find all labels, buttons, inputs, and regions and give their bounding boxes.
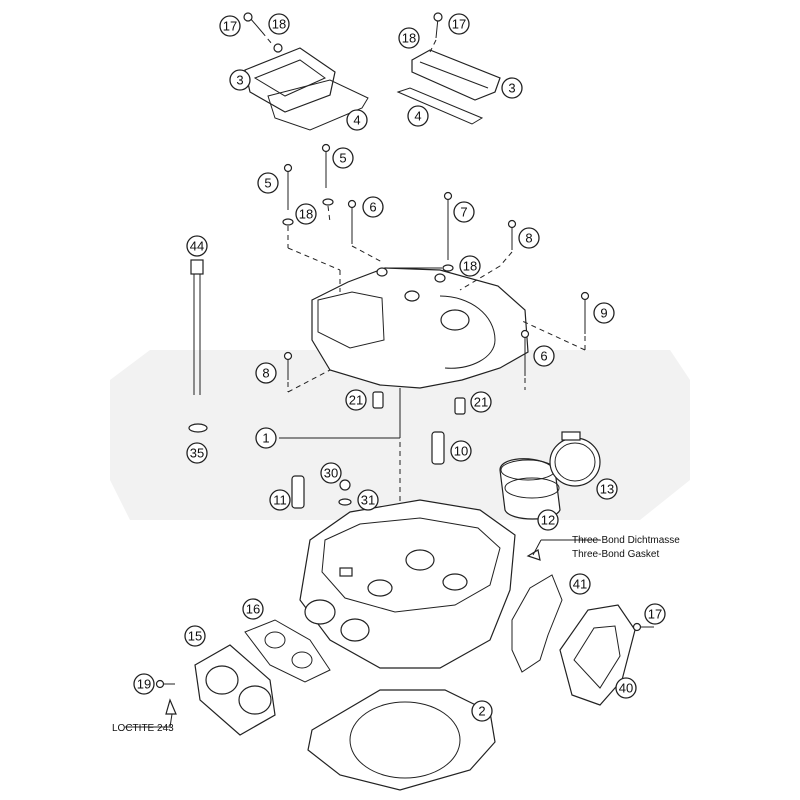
svg-text:2: 2	[478, 704, 485, 719]
svg-text:44: 44	[190, 239, 204, 254]
callout-18-top-right[interactable]: 18	[398, 27, 420, 49]
svg-text:40: 40	[619, 681, 633, 696]
long-stud-bolt	[188, 259, 208, 433]
note-loctite-243: LOCTITE 243	[112, 723, 174, 734]
intake-rubber	[499, 458, 561, 520]
valve-cover-right	[411, 49, 501, 101]
callout-17-top-right[interactable]: 17	[448, 13, 470, 35]
callout-12[interactable]: 12	[537, 509, 559, 531]
valve-cover-gasket-right	[396, 87, 484, 125]
callout-7[interactable]: 7	[453, 201, 475, 223]
callout-10[interactable]: 10	[450, 440, 472, 462]
svg-text:7: 7	[460, 205, 467, 220]
cylinder-head	[299, 499, 516, 669]
svg-text:21: 21	[349, 393, 363, 408]
callout-18-right[interactable]: 18	[459, 255, 481, 277]
callout-44[interactable]: 44	[186, 235, 208, 257]
callout-21-right[interactable]: 21	[470, 391, 492, 413]
callout-15[interactable]: 15	[184, 625, 206, 647]
svg-text:15: 15	[188, 629, 202, 644]
svg-text:21: 21	[474, 395, 488, 410]
leader-lines	[125, 388, 600, 728]
bolt-top-right	[429, 12, 443, 53]
callout-5-left[interactable]: 5	[257, 172, 279, 194]
valve-cover-left	[244, 43, 336, 113]
svg-text:3: 3	[236, 73, 243, 88]
dowel-pins	[372, 391, 466, 415]
callout-6-upper[interactable]: 6	[362, 196, 384, 218]
callout-3-right[interactable]: 3	[501, 77, 523, 99]
svg-text:18: 18	[299, 207, 313, 222]
svg-text:18: 18	[402, 31, 416, 46]
callout-21-left[interactable]: 21	[345, 389, 367, 411]
svg-text:5: 5	[264, 176, 271, 191]
valve-components	[291, 431, 445, 509]
sealant-drop	[526, 549, 541, 561]
note-three-bond-dichtmasse: Three-Bond Dichtmasse	[572, 535, 680, 546]
svg-text:41: 41	[573, 577, 587, 592]
svg-text:12: 12	[541, 513, 555, 528]
svg-text:6: 6	[369, 200, 376, 215]
callout-41[interactable]: 41	[569, 573, 591, 595]
callout-5-upper[interactable]: 5	[332, 147, 354, 169]
callout-8-left[interactable]: 8	[255, 362, 277, 384]
svg-text:8: 8	[525, 231, 532, 246]
svg-text:6: 6	[540, 349, 547, 364]
svg-text:18: 18	[463, 259, 477, 274]
callout-4-left[interactable]: 4	[346, 109, 368, 131]
callout-18-top-left[interactable]: 18	[268, 13, 290, 35]
svg-text:1: 1	[262, 431, 269, 446]
intake-flange	[194, 644, 276, 736]
callout-9[interactable]: 9	[593, 302, 615, 324]
svg-text:9: 9	[600, 306, 607, 321]
callout-6-right[interactable]: 6	[533, 345, 555, 367]
flange-gasket	[244, 619, 331, 683]
callout-17-bottom[interactable]: 17	[644, 603, 666, 625]
callout-19[interactable]: 19	[133, 673, 155, 695]
head-gasket	[307, 689, 496, 791]
callout-18-center[interactable]: 18	[295, 203, 317, 225]
svg-text:16: 16	[246, 602, 260, 617]
svg-text:8: 8	[262, 366, 269, 381]
svg-text:35: 35	[190, 446, 204, 461]
svg-text:31: 31	[361, 493, 375, 508]
svg-text:19: 19	[137, 677, 151, 692]
svg-text:18: 18	[272, 17, 286, 32]
side-cover-gasket	[511, 574, 563, 673]
svg-text:17: 17	[452, 17, 466, 32]
svg-text:10: 10	[454, 444, 468, 459]
svg-text:11: 11	[273, 493, 287, 508]
carrier-bolts	[282, 143, 590, 380]
callout-3-left[interactable]: 3	[229, 69, 251, 91]
svg-text:13: 13	[600, 482, 614, 497]
svg-text:5: 5	[339, 151, 346, 166]
svg-text:30: 30	[324, 466, 338, 481]
callout-11[interactable]: 11	[269, 489, 291, 511]
callout-13[interactable]: 13	[596, 478, 618, 500]
svg-text:3: 3	[508, 81, 515, 96]
flange-screw	[155, 679, 177, 715]
camshaft-carrier	[311, 267, 529, 389]
bolt-top-left	[243, 12, 273, 45]
callout-30[interactable]: 30	[320, 462, 342, 484]
note-three-bond-gasket: Three-Bond Gasket	[572, 549, 659, 560]
svg-text:4: 4	[353, 113, 360, 128]
callout-1[interactable]: 1	[255, 427, 277, 449]
svg-text:17: 17	[223, 19, 237, 34]
callout-4-right[interactable]: 4	[407, 105, 429, 127]
callout-40[interactable]: 40	[615, 677, 637, 699]
callout-8-right[interactable]: 8	[518, 227, 540, 249]
callout-2[interactable]: 2	[471, 700, 493, 722]
callout-17-top-left[interactable]: 17	[219, 15, 241, 37]
callout-35[interactable]: 35	[186, 442, 208, 464]
side-cover	[559, 604, 654, 706]
svg-text:4: 4	[414, 109, 421, 124]
callout-16[interactable]: 16	[242, 598, 264, 620]
valve-cover-gasket-left	[267, 79, 369, 131]
hose-clamp	[549, 431, 601, 487]
callout-31[interactable]: 31	[357, 489, 379, 511]
svg-text:17: 17	[648, 607, 662, 622]
